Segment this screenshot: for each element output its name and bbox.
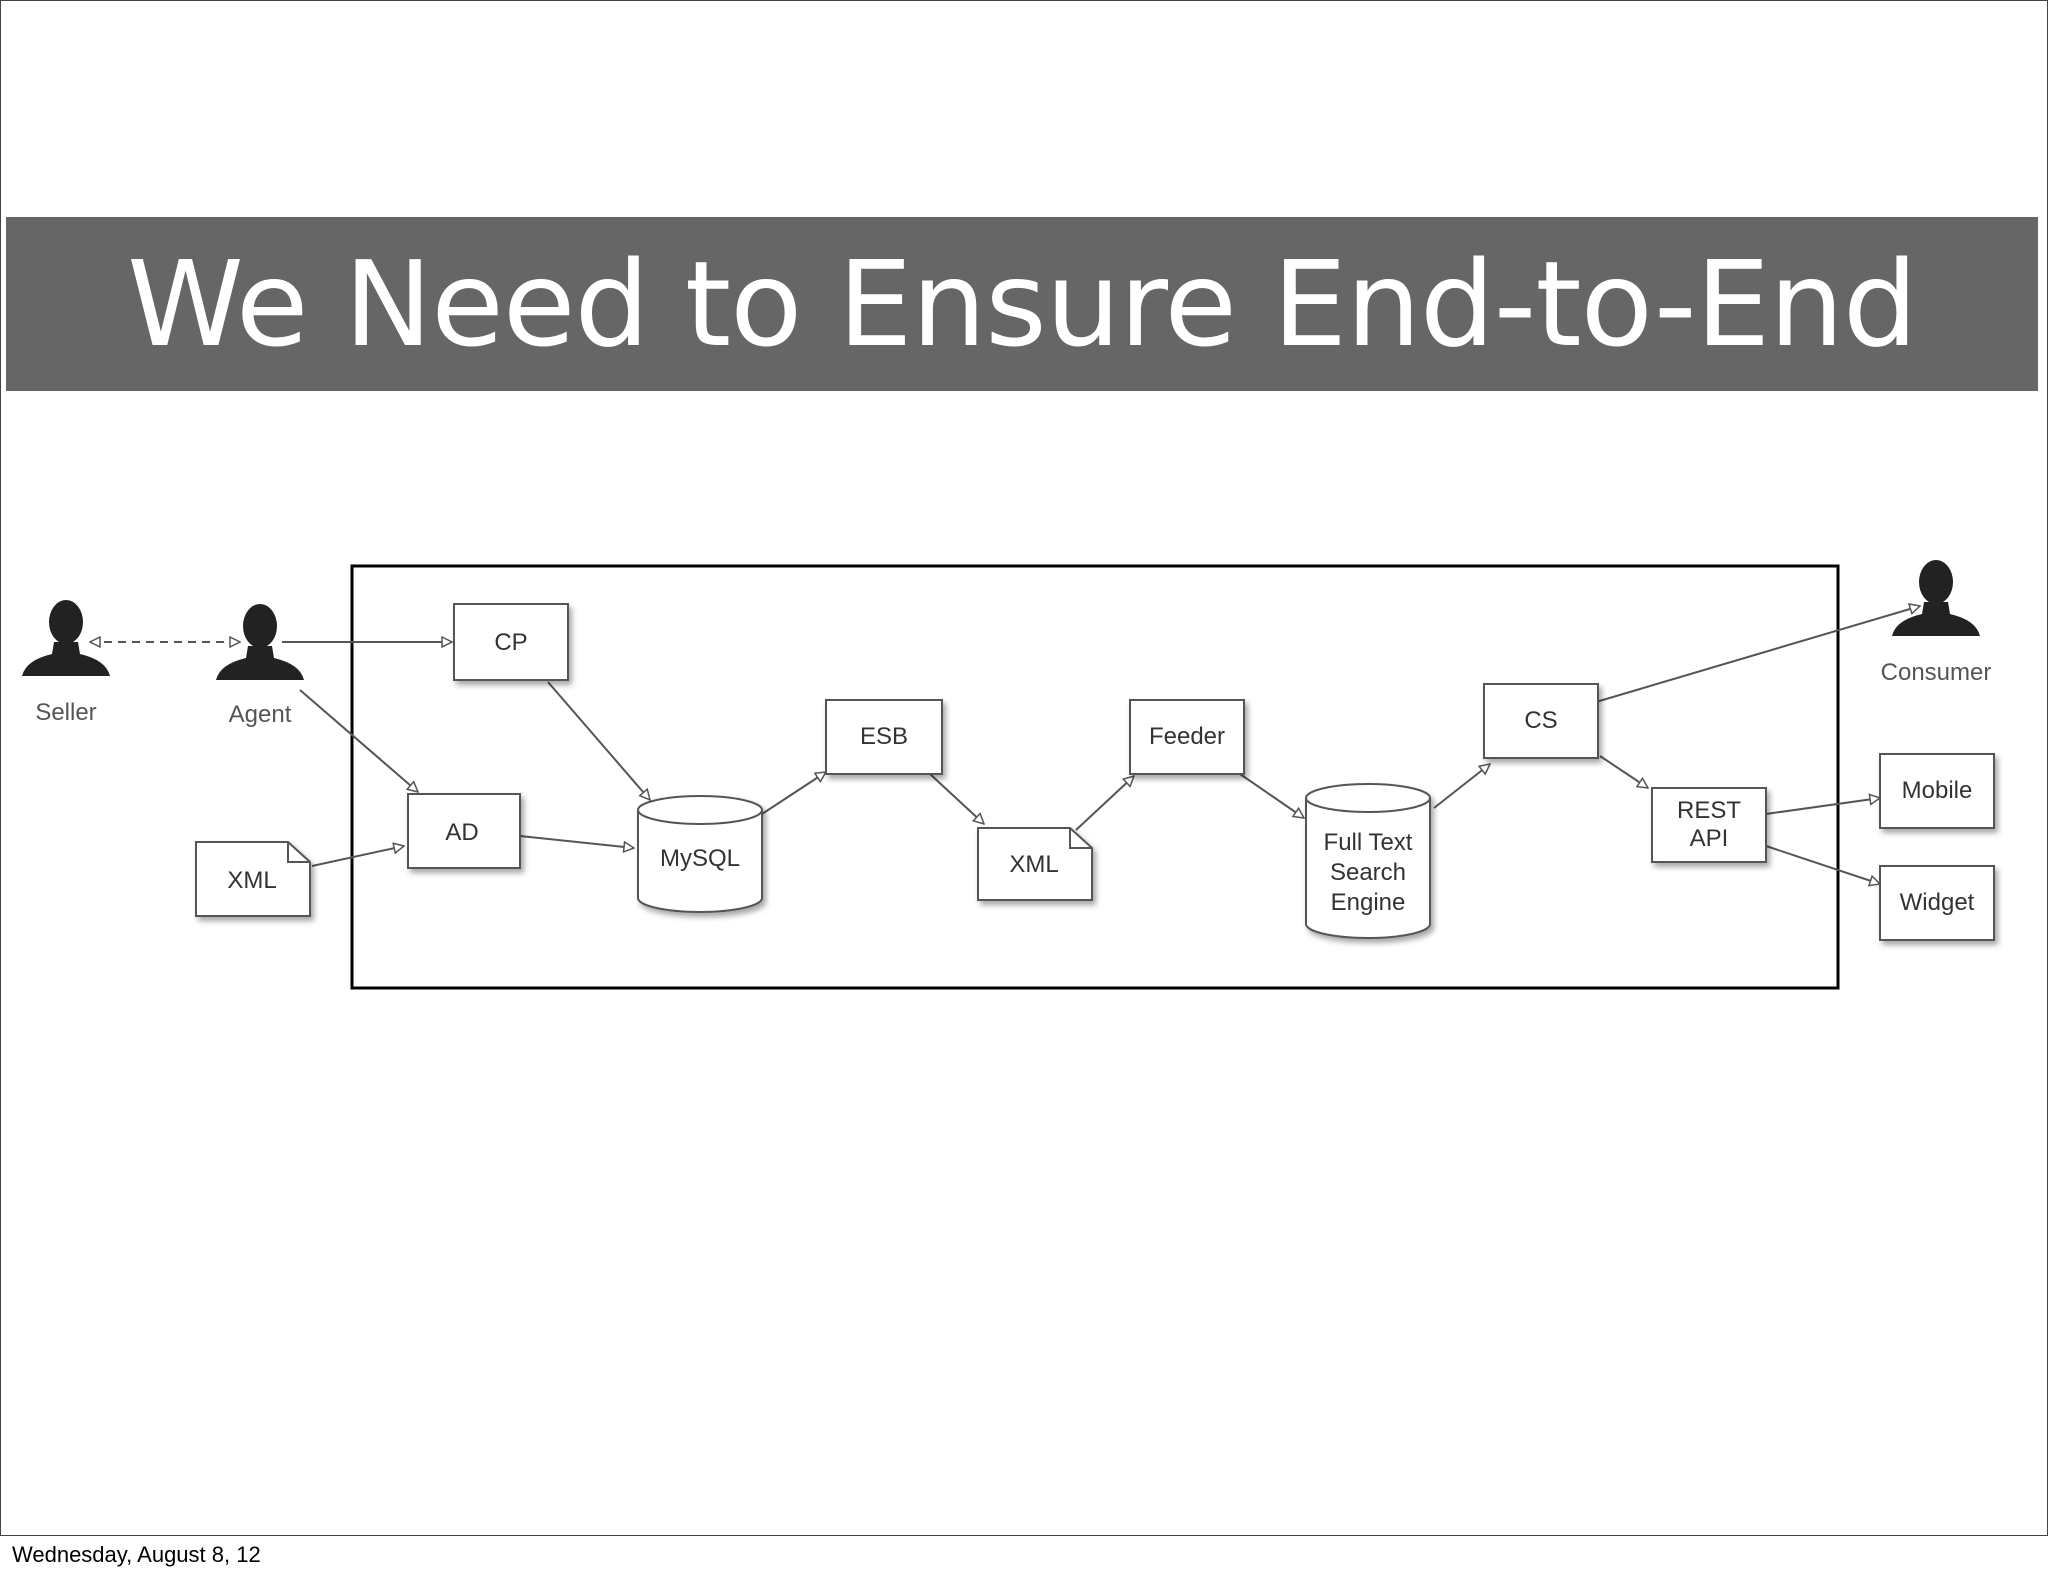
- search-label-line1: Full Text: [1324, 829, 1413, 856]
- xml-input-label: XML: [227, 867, 276, 894]
- edge-feeder-search: [1239, 773, 1304, 818]
- feeder-label: Feeder: [1149, 723, 1225, 750]
- edge-cs-consumer: [1595, 606, 1920, 703]
- consumer-label: Consumer: [1881, 659, 1992, 686]
- footer-date: Wednesday, August 8, 12: [12, 1542, 261, 1567]
- edge-agent-ad: [299, 689, 418, 792]
- mysql-database-node: [637, 795, 763, 913]
- agent-label: Agent: [229, 701, 292, 728]
- title-band: We Need to Ensure End-to-End: [6, 217, 2038, 391]
- seller-person-icon: [22, 600, 110, 676]
- cs-node: [1483, 683, 1599, 759]
- rest-api-node: [1651, 787, 1767, 863]
- edge-mysql-esb: [761, 772, 826, 815]
- mysql-label: MySQL: [660, 845, 740, 872]
- cp-label: CP: [494, 629, 527, 656]
- widget-label: Widget: [1900, 889, 1975, 916]
- edge-xml-feeder: [1075, 776, 1134, 831]
- search-label-line2: Search: [1330, 859, 1406, 886]
- edge-search-cs: [1433, 764, 1490, 809]
- esb-label: ESB: [860, 723, 908, 750]
- edge-cs-rest: [1599, 755, 1648, 788]
- mobile-label: Mobile: [1902, 777, 1973, 804]
- xml-output-label: XML: [1009, 851, 1058, 878]
- full-text-search-engine-node: [1305, 783, 1431, 939]
- edge-rest-widget: [1765, 845, 1880, 884]
- seller-label: Seller: [35, 699, 96, 726]
- widget-node: [1879, 865, 1995, 941]
- ad-node: [407, 793, 521, 869]
- cs-label: CS: [1524, 707, 1557, 734]
- rest-label-line1: REST: [1677, 797, 1741, 824]
- cp-node: [453, 603, 569, 681]
- edge-xml-ad: [311, 846, 404, 867]
- feeder-node: [1129, 699, 1245, 775]
- search-label-line3: Engine: [1331, 889, 1406, 916]
- edge-ad-mysql: [519, 835, 634, 848]
- scope-highlight-box: [350, 564, 1840, 990]
- consumer-person-icon: [1892, 560, 1980, 636]
- ad-label: AD: [445, 819, 478, 846]
- edge-rest-mobile: [1765, 798, 1880, 815]
- xml-input-document-node: [195, 841, 311, 917]
- slide: We Need to Ensure End-to-End: [0, 0, 2048, 1536]
- mobile-node: [1879, 753, 1995, 829]
- edge-cp-mysql: [547, 681, 650, 800]
- xml-output-document-node: [977, 827, 1093, 901]
- slide-title: We Need to Ensure End-to-End: [127, 235, 1918, 373]
- rest-label-line2: API: [1690, 825, 1729, 852]
- esb-node: [825, 699, 943, 775]
- edge-esb-xml: [929, 773, 984, 824]
